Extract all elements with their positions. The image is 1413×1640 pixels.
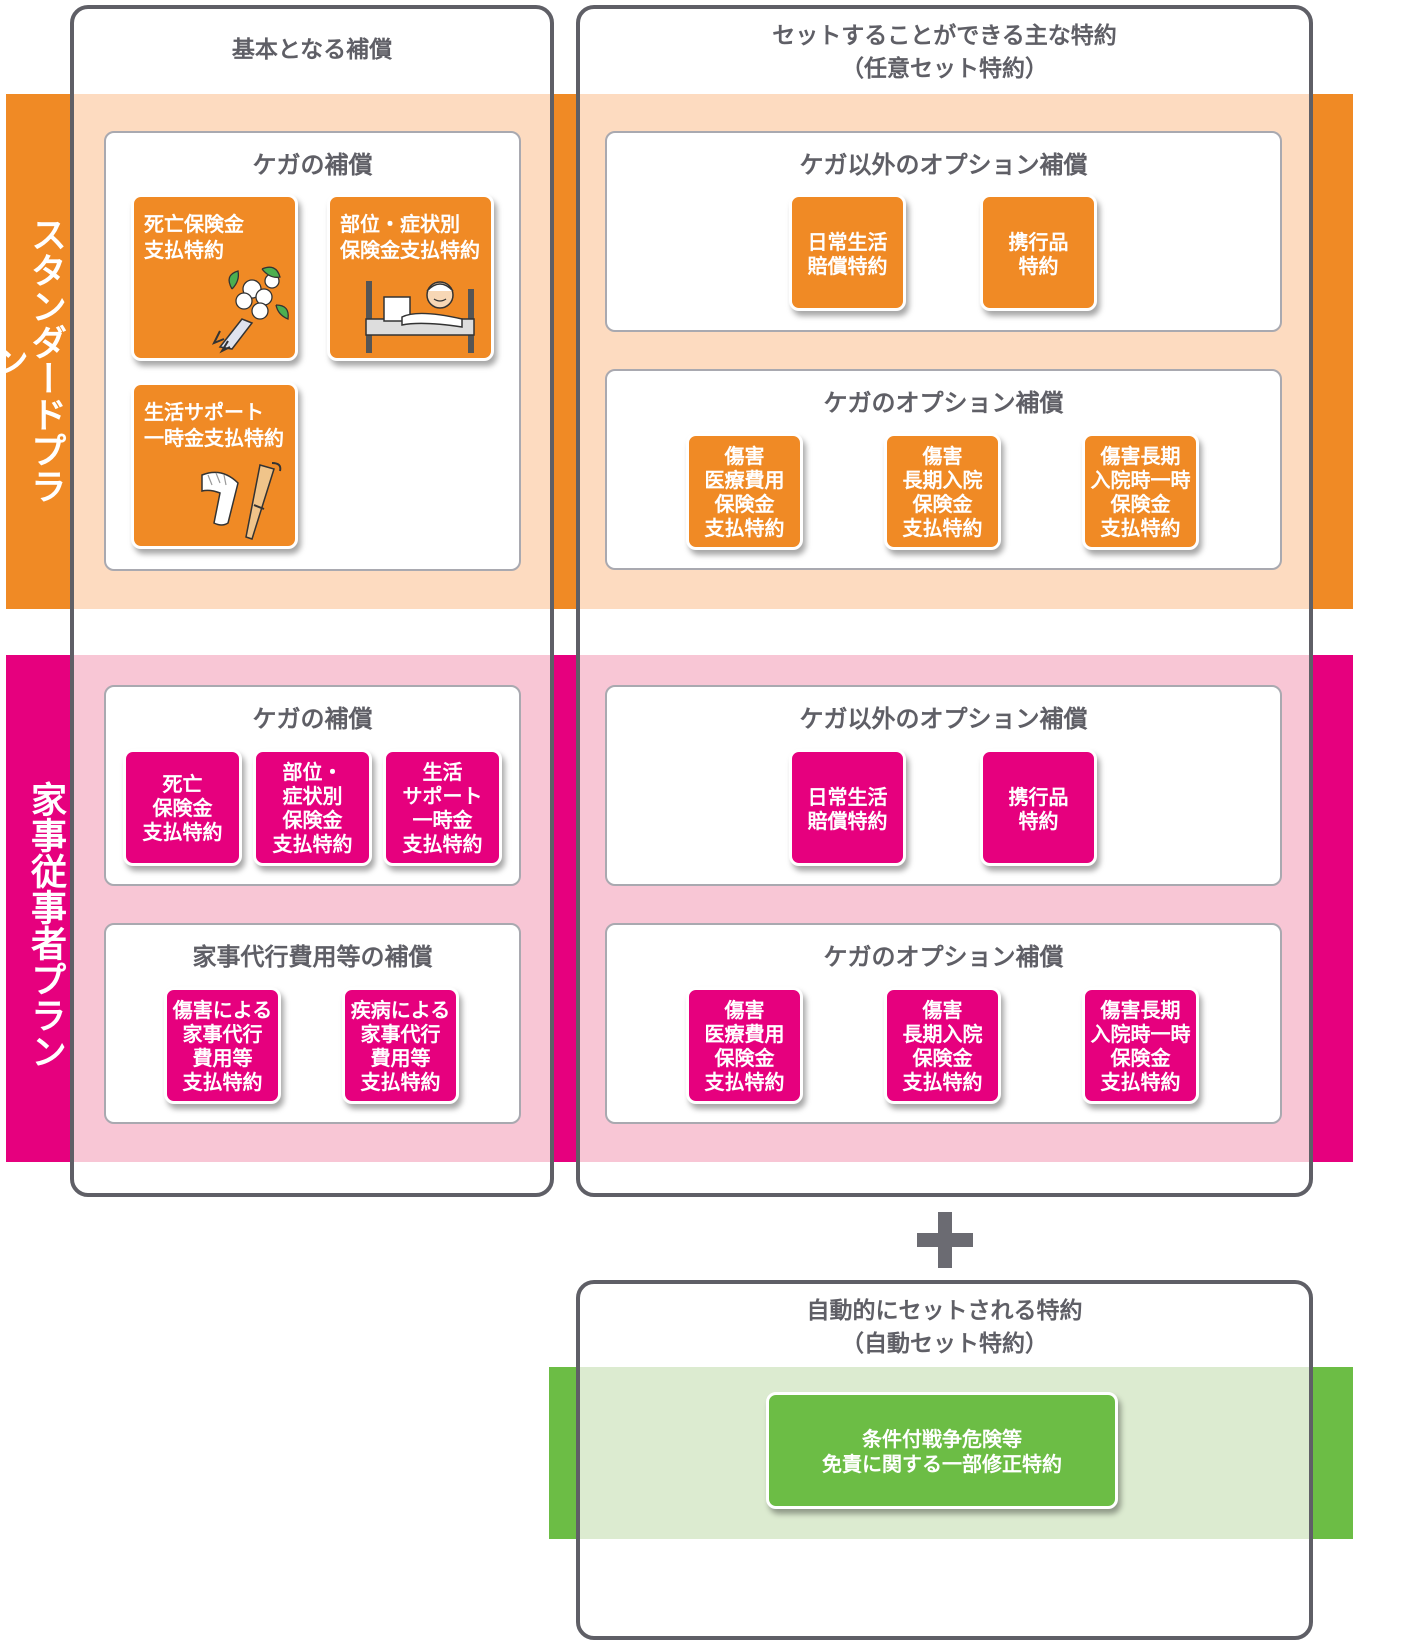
- card-label: 傷害 長期入院 保険金 支払特約: [902, 998, 983, 1094]
- panel-title: ケガの補償: [252, 705, 373, 733]
- household-life-support-card: 生活 サポート 一時金 支払特約: [383, 749, 502, 866]
- panel-title: ケガのオプション補償: [823, 389, 1064, 417]
- card-label: 傷害 医療費用 保険金 支払特約: [704, 998, 785, 1094]
- card-label: 傷害 医療費用 保険金 支払特約: [704, 444, 785, 540]
- panel-title: 家事代行費用等の補償: [192, 943, 433, 971]
- housework-illness-card: 疾病による 家事代行 費用等 支払特約: [342, 987, 459, 1104]
- card-label: 条件付戦争危険等 免責に関する一部修正特約: [822, 1427, 1062, 1476]
- panel-title: ケガの補償: [252, 151, 373, 179]
- card-label: 傷害 長期入院 保険金 支払特約: [902, 444, 983, 540]
- household-injury-medical-expense-card: 傷害 医療費用 保険金 支払特約: [686, 987, 803, 1104]
- card-label: 携行品 特約: [1008, 230, 1069, 278]
- card-label: 部位・ 症状別 保険金 支払特約: [272, 760, 353, 856]
- auto-header: 自動的にセットされる特約 （自動セット特約）: [806, 1298, 1083, 1357]
- household-personal-belongings-card: 携行品 特約: [980, 749, 1097, 866]
- plus-icon: [917, 1212, 973, 1268]
- life-support-card: 生活サポート 一時金支払特約: [131, 382, 298, 549]
- injury-long-term-lump-sum-card: 傷害長期 入院時一時 保険金 支払特約: [1082, 433, 1199, 550]
- card-label: 携行品 特約: [1008, 785, 1069, 833]
- injury-by-site-card: 部位・症状別 保険金支払特約: [327, 194, 494, 361]
- card-label: 疾病による 家事代行 費用等 支払特約: [350, 998, 451, 1094]
- injury-medical-expense-card: 傷害 医療費用 保険金 支払特約: [686, 433, 803, 550]
- card-label: 傷害による 家事代行 費用等 支払特約: [172, 998, 273, 1094]
- card-label: 死亡 保険金 支払特約: [142, 772, 223, 844]
- card-label: 日常生活 賠償特約: [807, 230, 888, 278]
- household-plan-bar-mid: [552, 655, 578, 1162]
- household-injury-by-site-card: 部位・ 症状別 保険金 支払特約: [253, 749, 372, 866]
- standard-plan-bar: [6, 94, 70, 609]
- household-injury-long-term-hospital-card: 傷害 長期入院 保険金 支払特約: [884, 987, 1001, 1104]
- household-plan-bar-right: [1313, 655, 1353, 1162]
- household-injury-long-term-lump-sum-card: 傷害長期 入院時一時 保険金 支払特約: [1082, 987, 1199, 1104]
- auto-bar-right: [1313, 1367, 1353, 1539]
- household-daily-life-liability-card: 日常生活 賠償特約: [789, 749, 906, 866]
- panel-title: ケガ以外のオプション補償: [799, 151, 1088, 179]
- war-risk-exemption-card: 条件付戦争危険等 免責に関する一部修正特約: [766, 1392, 1118, 1509]
- standard-plan-bar-mid: [552, 94, 578, 609]
- household-plan-label: 家事従事者プラン: [25, 781, 66, 1069]
- card-label: 部位・症状別 保険金支払特約: [340, 212, 480, 262]
- daily-life-liability-card: 日常生活 賠償特約: [789, 194, 906, 311]
- card-label: 死亡保険金 支払特約: [144, 212, 244, 262]
- household-plan-bar: [6, 655, 70, 1162]
- cast-and-crutch-icon: [201, 462, 282, 540]
- card-label: 生活サポート 一時金支払特約: [144, 400, 284, 450]
- panel-title: ケガのオプション補償: [823, 943, 1064, 971]
- injury-long-term-hospital-card: 傷害 長期入院 保険金 支払特約: [884, 433, 1001, 550]
- standard-plan-bar-right: [1313, 94, 1353, 609]
- household-optional-non-injury-panel: ケガ以外のオプション補償: [605, 685, 1282, 886]
- hospital-bed-icon: [365, 281, 475, 353]
- death-benefit-card: 死亡保険金 支払特約: [131, 194, 298, 361]
- panel-title: ケガ以外のオプション補償: [799, 705, 1088, 733]
- card-label: 傷害長期 入院時一時 保険金 支払特約: [1090, 444, 1191, 540]
- basic-header: 基本となる補償: [231, 37, 393, 63]
- bouquet-icon: [211, 266, 289, 354]
- optional-column-outline: [576, 5, 1313, 1197]
- standard-optional-non-injury-panel: ケガ以外のオプション補償: [605, 131, 1282, 332]
- card-label: 傷害長期 入院時一時 保険金 支払特約: [1090, 998, 1191, 1094]
- housework-injury-card: 傷害による 家事代行 費用等 支払特約: [164, 987, 281, 1104]
- card-label: 日常生活 賠償特約: [807, 785, 888, 833]
- optional-header: セットすることができる主な特約 （任意セット特約）: [772, 23, 1117, 82]
- standard-plan-label: スタンダードプラン: [0, 216, 66, 504]
- personal-belongings-card: 携行品 特約: [980, 194, 1097, 311]
- household-death-benefit-card: 死亡 保険金 支払特約: [123, 749, 242, 866]
- auto-bar-left: [549, 1367, 578, 1539]
- basic-column-outline: [70, 5, 554, 1197]
- card-label: 生活 サポート 一時金 支払特約: [402, 760, 483, 856]
